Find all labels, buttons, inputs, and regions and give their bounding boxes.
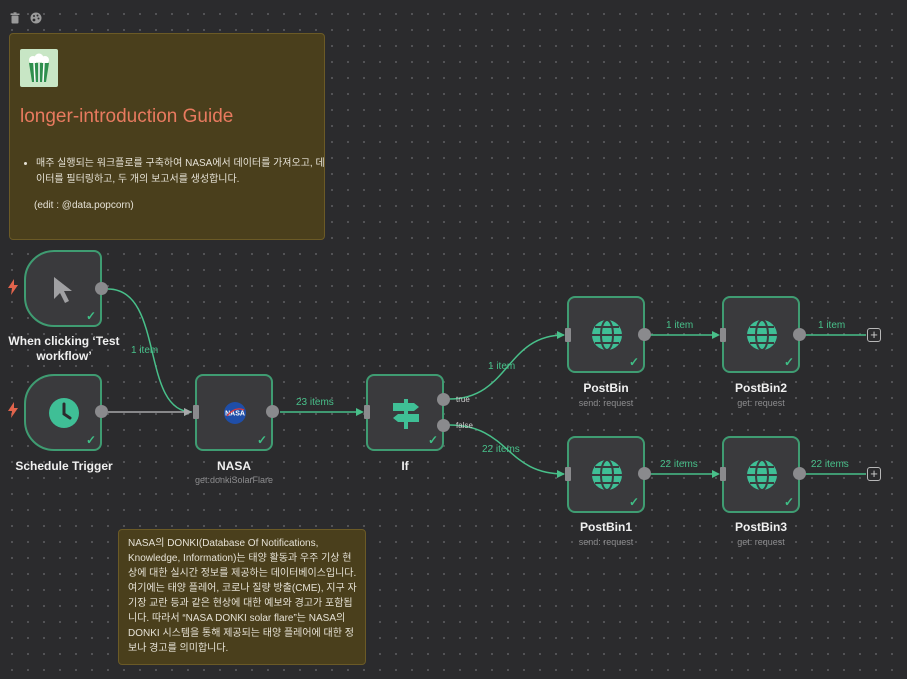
edge-label: 22 items <box>660 459 698 470</box>
edge-if-postbin <box>448 334 565 400</box>
input-handle[interactable] <box>364 405 370 419</box>
node-label: If <box>401 459 409 473</box>
node-label: When clicking ‘Test workflow’ <box>8 334 120 363</box>
globe-icon <box>592 319 622 351</box>
note-bullet-list: 매주 실행되는 워크플로를 구축하여 NASA에서 데이터를 가져오고, 데이터… <box>22 156 326 188</box>
globe-icon <box>592 459 622 491</box>
edge-label: 1 item <box>488 361 516 372</box>
output-handle[interactable] <box>638 328 651 341</box>
sticky-note-donki[interactable]: NASA의 DONKI(Database Of Notifications, K… <box>118 529 366 665</box>
note-title: longer-introduction Guide <box>20 106 234 127</box>
cursor-icon <box>54 277 72 303</box>
signpost-icon <box>393 399 419 429</box>
globe-icon <box>747 319 777 351</box>
trigger-bolt-icon <box>8 279 18 298</box>
node-postbin2[interactable]: ✓ <box>722 296 800 373</box>
popcorn-logo-icon <box>20 49 58 87</box>
edge-if-postbin1 <box>448 424 565 475</box>
node-if[interactable]: ✓ <box>366 374 444 451</box>
input-handle[interactable] <box>720 328 726 342</box>
node-subtitle: get: request <box>737 537 785 547</box>
output-handle[interactable] <box>793 328 806 341</box>
input-handle[interactable] <box>720 467 726 481</box>
input-handle[interactable] <box>193 405 199 419</box>
success-check-icon: ✓ <box>783 355 794 369</box>
output-handle-false[interactable] <box>437 419 450 432</box>
output-handle[interactable] <box>793 467 806 480</box>
success-check-icon: ✓ <box>628 495 639 509</box>
trash-icon[interactable] <box>8 12 22 26</box>
add-node-button[interactable]: + <box>867 467 881 481</box>
success-check-icon: ✓ <box>85 433 96 447</box>
node-label: PostBin2 <box>734 381 787 395</box>
edge-label: 1 item <box>666 320 694 331</box>
nasa-logo-icon: NASA <box>224 402 246 424</box>
node-subtitle: get: request <box>737 398 785 408</box>
note-donki-text: NASA의 DONKI(Database Of Notifications, K… <box>128 538 357 654</box>
output-handle[interactable] <box>95 405 108 418</box>
node-postbin3[interactable]: ✓ <box>722 436 800 513</box>
success-check-icon: ✓ <box>427 433 438 447</box>
clock-icon <box>49 398 79 428</box>
add-node-button[interactable]: + <box>867 328 881 342</box>
success-check-icon: ✓ <box>85 309 96 323</box>
edge-label: 23 items <box>296 397 334 408</box>
success-check-icon: ✓ <box>628 355 639 369</box>
note-bullet: 매주 실행되는 워크플로를 구축하여 NASA에서 데이터를 가져오고, 데이터… <box>36 156 326 188</box>
success-check-icon: ✓ <box>783 495 794 509</box>
edge-label: 22 items <box>811 459 849 470</box>
if-false-label: false <box>456 421 473 430</box>
output-handle[interactable] <box>638 467 651 480</box>
palette-icon[interactable] <box>29 12 43 26</box>
node-label: PostBin1 <box>579 520 632 534</box>
node-subtitle: send: request <box>578 398 634 408</box>
node-postbin1[interactable]: ✓ <box>567 436 645 513</box>
node-schedule-trigger[interactable]: ✓ <box>24 374 102 451</box>
edge-label: 1 item <box>131 345 159 356</box>
globe-icon <box>747 459 777 491</box>
output-handle-true[interactable] <box>437 393 450 406</box>
note-edit-credit: (edit : @data.popcorn) <box>34 200 134 211</box>
svg-text:NASA: NASA <box>225 411 245 418</box>
output-handle[interactable] <box>95 282 108 295</box>
node-label: PostBin3 <box>734 520 787 534</box>
input-handle[interactable] <box>565 467 571 481</box>
if-true-label: true <box>456 395 470 404</box>
node-subtitle: send: request <box>578 537 634 547</box>
edge-label: 1 item <box>818 320 846 331</box>
trigger-bolt-icon <box>8 402 18 421</box>
edge-manual-nasa <box>107 288 193 413</box>
node-label: PostBin <box>583 381 629 395</box>
node-manual-trigger[interactable]: ✓ <box>24 250 102 327</box>
node-subtitle: get:donkiSolarFlare <box>194 475 274 485</box>
node-label: NASA <box>216 459 251 473</box>
node-label: Schedule Trigger <box>15 459 113 473</box>
input-handle[interactable] <box>565 328 571 342</box>
output-handle[interactable] <box>266 405 279 418</box>
node-postbin[interactable]: ✓ <box>567 296 645 373</box>
node-nasa[interactable]: NASA ✓ <box>195 374 273 451</box>
success-check-icon: ✓ <box>256 433 267 447</box>
sticky-note-intro[interactable]: longer-introduction Guide 매주 실행되는 워크플로를 … <box>9 33 325 240</box>
edge-label: 22 items <box>482 444 520 455</box>
